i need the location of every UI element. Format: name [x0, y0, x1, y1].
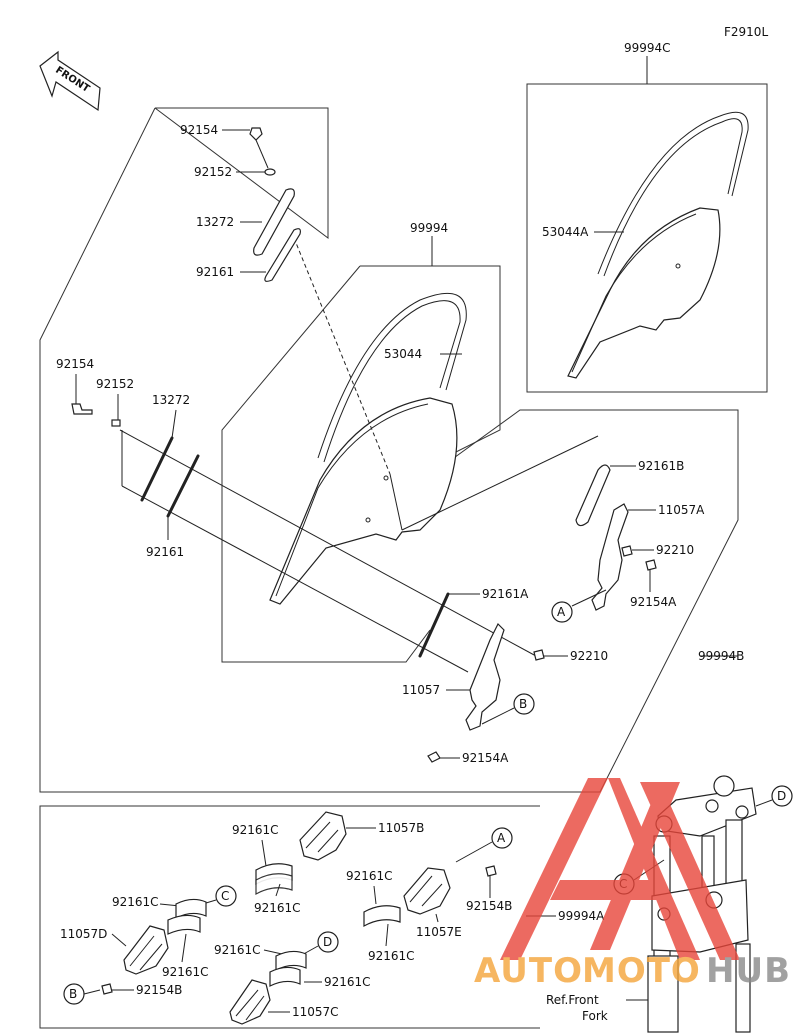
label-11057D: 11057D: [60, 927, 107, 941]
label-92154-left: 92154: [56, 357, 94, 371]
label-92161C-6: 92161C: [162, 965, 209, 979]
label-11057A: 11057A: [658, 503, 705, 517]
label-11057C: 11057C: [292, 1005, 339, 1019]
label-92210-right: 92210: [656, 543, 694, 557]
label-92154A-right: 92154A: [630, 595, 677, 609]
label-13272-top: 13272: [196, 215, 234, 229]
label-99994B: 99994B: [698, 649, 744, 663]
label-99994A: 99994A: [558, 909, 605, 923]
label-92161-top: 92161: [196, 265, 234, 279]
watermark-moto: MOTO: [582, 951, 701, 991]
kit-99994C: 99994C 53044A: [526, 41, 768, 393]
callout-A-lower: A: [497, 831, 506, 845]
watermark-hub: HUB: [706, 951, 791, 991]
label-11057B: 11057B: [378, 821, 424, 835]
label-92161C-5: 92161C: [112, 895, 159, 909]
label-53044A: 53044A: [542, 225, 589, 239]
label-92161C-2: 92161C: [254, 901, 301, 915]
ref-note-line2: Fork: [582, 1009, 608, 1023]
hardware-center: 92161A 11057 92210 B 92154A: [402, 587, 608, 765]
callout-D-fork: D: [777, 789, 786, 803]
label-92161C-1: 92161C: [232, 823, 279, 837]
hardware-left: 92154 92152 13272 92161: [56, 357, 200, 559]
label-92161-left: 92161: [146, 545, 184, 559]
label-92152-top: 92152: [194, 165, 232, 179]
label-92161C-7: 92161C: [214, 943, 261, 957]
label-92161C-3: 92161C: [346, 869, 393, 883]
watermark-auto: AUTO: [474, 951, 583, 991]
callout-B-lower: B: [69, 987, 77, 1001]
hardware-top: 92154 92152 13272 92161: [180, 123, 301, 282]
front-direction-arrow: FRONT: [39, 50, 101, 112]
label-11057: 11057: [402, 683, 440, 697]
label-99994C: 99994C: [624, 41, 671, 55]
callout-A-right: A: [557, 605, 566, 619]
figure-code: F2910L: [724, 25, 768, 39]
label-92161C-8: 92161C: [324, 975, 371, 989]
label-99994: 99994: [410, 221, 448, 235]
kit-99994: 99994 53044: [221, 221, 501, 663]
kit-99994A: 99994A 11057B 92161C 92161C A 92154B 921…: [39, 805, 605, 1029]
label-92161B: 92161B: [638, 459, 684, 473]
label-92154-top: 92154: [180, 123, 218, 137]
label-92154A-center: 92154A: [462, 751, 509, 765]
label-92161A: 92161A: [482, 587, 529, 601]
label-53044: 53044: [384, 347, 422, 361]
label-13272-left: 13272: [152, 393, 190, 407]
label-11057E: 11057E: [416, 925, 462, 939]
ref-note-line1: Ref.Front: [546, 993, 599, 1007]
callout-C-lower: C: [221, 889, 229, 903]
label-92152-left: 92152: [96, 377, 134, 391]
label-92154B-right: 92154B: [466, 899, 512, 913]
callout-B-center: B: [519, 697, 527, 711]
automotohub-watermark: AUTO MOTO HUB: [474, 778, 791, 991]
label-92154B-left: 92154B: [136, 983, 182, 997]
callout-D-lower: D: [323, 935, 332, 949]
label-92210-center: 92210: [570, 649, 608, 663]
hardware-right: 92161B 11057A 92210 92154A A: [551, 459, 705, 623]
kit-99994B-frame: 99994B: [39, 107, 744, 793]
assembly-lines: [119, 429, 599, 673]
label-92161C-4: 92161C: [368, 949, 415, 963]
